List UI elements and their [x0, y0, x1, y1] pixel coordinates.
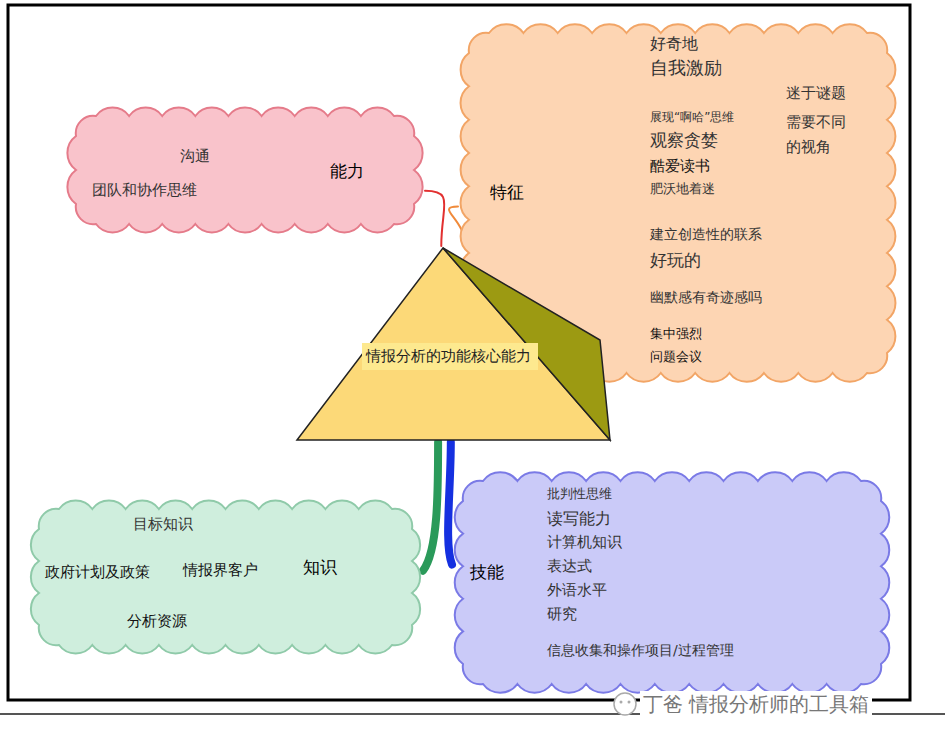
item-label: 建立创造性的联系	[650, 226, 762, 244]
item-label: 问题会议	[650, 349, 702, 365]
watermark-logo	[614, 693, 636, 715]
outer-frame	[8, 5, 910, 700]
item-label: 目标知识	[133, 515, 193, 534]
cloud-path	[455, 472, 890, 692]
item-label: 观察贪婪	[650, 130, 718, 151]
ability-cloud: 能力 沟通团队和协作思维	[65, 105, 425, 235]
core-pyramid: 情报分析的功能核心能力	[295, 246, 613, 442]
branch-connector	[425, 191, 444, 246]
pyramid-face	[297, 248, 610, 440]
cloud-path	[67, 108, 422, 233]
item-label: 迷于谜题	[786, 84, 846, 103]
item-label: 信息收集和操作项目/过程管理	[547, 642, 734, 660]
branch-connector	[448, 442, 452, 565]
item-label: 计算机知识	[547, 533, 622, 552]
item-label: 情报界客户	[183, 561, 258, 580]
topic-label: 技能	[470, 562, 504, 583]
cloud-path	[31, 501, 420, 654]
branch-connector	[423, 442, 438, 571]
item-label: 展现“啊哈”思维	[650, 110, 734, 125]
core-label: 情报分析的功能核心能力	[362, 343, 538, 370]
item-label: 表达式	[547, 557, 592, 576]
topic-label: 能力	[330, 161, 364, 182]
item-label: 研究	[547, 605, 577, 624]
item-label: 幽默感有奇迹感吗	[650, 289, 762, 307]
item-label: 批判性思维	[547, 486, 612, 502]
item-label: 酷爱读书	[650, 157, 710, 176]
knowledge-cloud: 知识 目标知识政府计划及政策 情报界客户分析资源	[28, 498, 423, 656]
topic-label: 特征	[490, 182, 524, 203]
item-label: 集中强烈	[650, 326, 702, 342]
item-label: 好玩的	[650, 250, 701, 271]
item-label: 分析资源	[127, 612, 187, 631]
item-label: 自我激励	[650, 57, 722, 80]
item-label: 肥沃地着迷	[650, 181, 715, 197]
topic-label: 知识	[303, 557, 337, 578]
item-label: 好奇地	[650, 34, 698, 54]
item-label: 沟通	[180, 147, 210, 166]
item-label: 需要不同 的视角	[786, 110, 850, 160]
cloud-outline	[65, 105, 425, 235]
skill-cloud: 技能 批判性思维读写能力计算机知识表达式外语水平研究信息收集和操作项目/过程管理	[452, 470, 892, 695]
item-label: 团队和协作思维	[92, 181, 197, 200]
cloud-outline	[452, 470, 892, 695]
watermark: 丁爸 情报分析师的工具箱	[640, 691, 872, 718]
item-label: 政府计划及政策	[45, 563, 150, 582]
item-label: 外语水平	[547, 581, 607, 600]
item-label: 读写能力	[547, 509, 611, 529]
